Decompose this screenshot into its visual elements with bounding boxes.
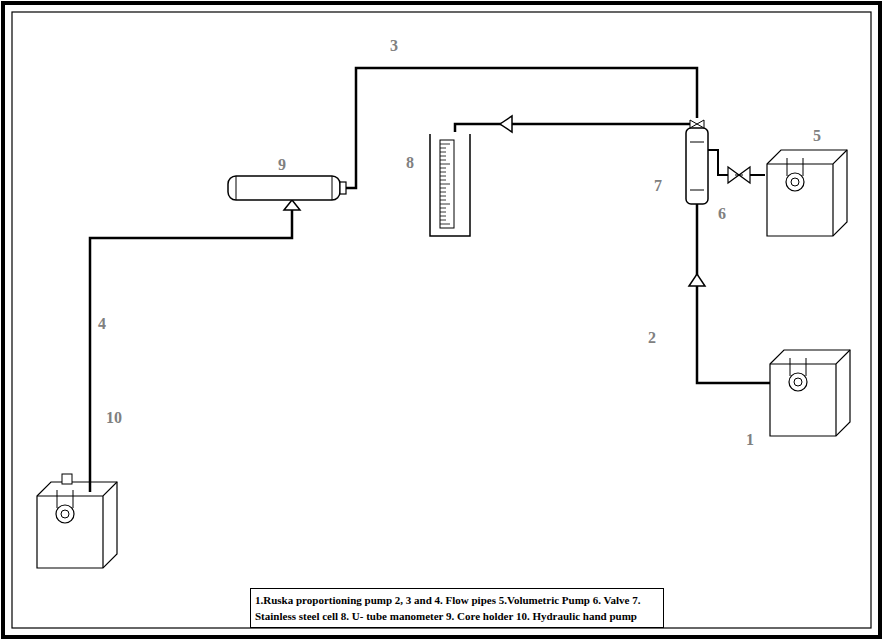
callout-number: 10 bbox=[106, 410, 122, 426]
callout-number: 8 bbox=[406, 155, 414, 171]
callout-number: 5 bbox=[813, 128, 821, 144]
u-tube-manometer bbox=[430, 134, 470, 236]
callout-number: 1 bbox=[746, 432, 754, 448]
callout-number: 2 bbox=[648, 330, 656, 346]
hand-pump bbox=[37, 482, 117, 568]
proportioning-pump bbox=[770, 350, 850, 436]
core-holder bbox=[228, 176, 340, 200]
legend-box: 1.Ruska proportioning pump 2, 3 and 4. F… bbox=[250, 588, 664, 628]
callout-number: 3 bbox=[390, 38, 398, 54]
legend-text: 1.Ruska proportioning pump 2, 3 and 4. F… bbox=[255, 592, 659, 624]
callout-number: 6 bbox=[718, 206, 726, 222]
callout-number: 4 bbox=[98, 316, 106, 332]
volumetric-pump bbox=[767, 150, 847, 236]
stainless-cell bbox=[686, 128, 708, 204]
callout-number: 9 bbox=[278, 157, 286, 173]
callout-number: 7 bbox=[654, 178, 662, 194]
